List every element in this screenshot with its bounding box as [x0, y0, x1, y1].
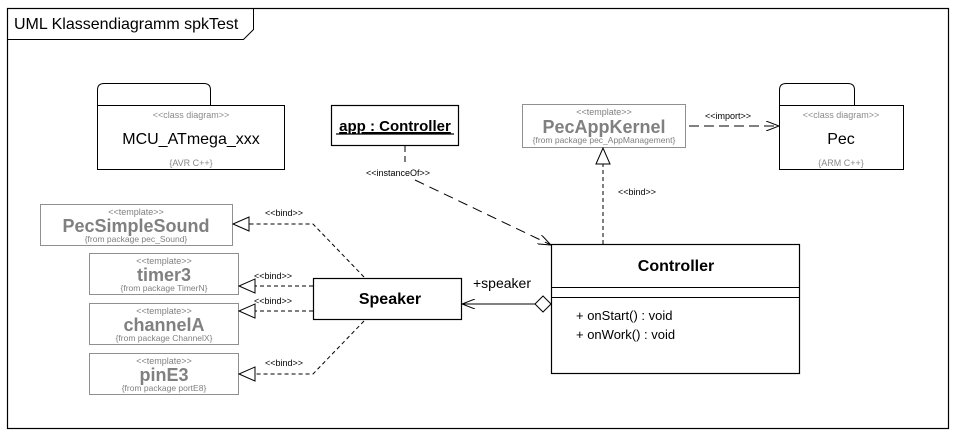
template-name: pinE3	[139, 365, 188, 385]
package-name: Pec	[827, 131, 855, 148]
template-name: channelA	[123, 315, 204, 335]
object-name: app : Controller	[339, 118, 451, 135]
template-name: timer3	[137, 265, 191, 285]
operation-onstart: + onStart() : void	[576, 308, 672, 323]
class-name: Controller	[638, 258, 714, 275]
bind-speaker-pine3: <<bind>>	[239, 320, 365, 374]
template-stereotype: <<template>>	[136, 256, 192, 266]
aggregation-diamond-icon	[534, 295, 552, 313]
template-from: {from package pec_Sound}	[85, 234, 188, 244]
template-timer3[interactable]: <<template>> timer3 {from package TimerN…	[89, 253, 239, 295]
object-app-controller[interactable]: app : Controller	[330, 104, 460, 147]
class-speaker[interactable]: Speaker	[312, 277, 463, 321]
template-name: PecSimpleSound	[62, 216, 209, 236]
bind-label: <<bind>>	[618, 187, 656, 197]
bind-label: <<bind>>	[254, 271, 292, 281]
package-mcu-atmega[interactable]: <<class diagram>> MCU_ATmega_xxx {AVR C+…	[97, 83, 285, 170]
instanceof-label: <<instanceOf>>	[366, 168, 430, 178]
frame-title: UML Klassendiagramm spkTest	[14, 16, 239, 33]
bind-speaker-timer3: <<bind>>	[239, 271, 313, 286]
bind-speaker-pecsimplesound: <<bind>>	[233, 208, 365, 278]
diagram-frame: UML Klassendiagramm spkTest	[6, 7, 950, 430]
template-stereotype: <<template>>	[108, 207, 164, 217]
template-stereotype: <<template>>	[136, 356, 192, 366]
import-label: <<import>>	[705, 111, 751, 121]
bind-label: <<bind>>	[254, 296, 292, 306]
package-stereotype: <<class diagram>>	[153, 110, 230, 120]
template-pecappkernel[interactable]: <<template>> PecAppKernel {from package …	[522, 104, 686, 148]
template-name: PecAppKernel	[542, 117, 665, 137]
package-stereotype: <<class diagram>>	[803, 110, 880, 120]
bind-controller-pecappkernel: <<bind>>	[603, 148, 656, 244]
template-from: {from package pec_AppManagement}	[533, 135, 676, 145]
bind-label: <<bind>>	[265, 208, 303, 218]
package-tag: {AVR C++}	[169, 158, 212, 168]
operation-onwork: + onWork() : void	[576, 327, 675, 342]
template-from: {from package TimerN}	[121, 283, 208, 293]
template-pecsimplesound[interactable]: <<template>> PecSimpleSound {from packag…	[40, 204, 233, 246]
association-role-label: +speaker	[473, 275, 531, 291]
package-tag: {ARM C++}	[818, 158, 864, 168]
bind-label: <<bind>>	[265, 358, 303, 368]
import-dependency: <<import>>	[689, 111, 779, 126]
class-controller[interactable]: Controller + onStart() : void + onWork()…	[550, 243, 801, 375]
bind-speaker-channela: <<bind>>	[239, 296, 313, 311]
template-channela[interactable]: <<template>> channelA {from package Chan…	[89, 303, 239, 345]
instanceof-dependency: <<instanceOf>>	[366, 146, 551, 245]
template-from: {from package ChannelX}	[116, 333, 213, 343]
template-stereotype: <<template>>	[576, 107, 632, 117]
template-pine3[interactable]: <<template>> pinE3 {from package portE8}	[89, 353, 239, 395]
template-stereotype: <<template>>	[136, 306, 192, 316]
template-from: {from package portE8}	[122, 383, 207, 393]
class-name: Speaker	[359, 291, 421, 308]
package-pec[interactable]: <<class diagram>> Pec {ARM C++}	[779, 83, 904, 170]
aggregation-controller-speaker: +speaker	[462, 275, 552, 313]
package-name: MCU_ATmega_xxx	[122, 131, 260, 148]
